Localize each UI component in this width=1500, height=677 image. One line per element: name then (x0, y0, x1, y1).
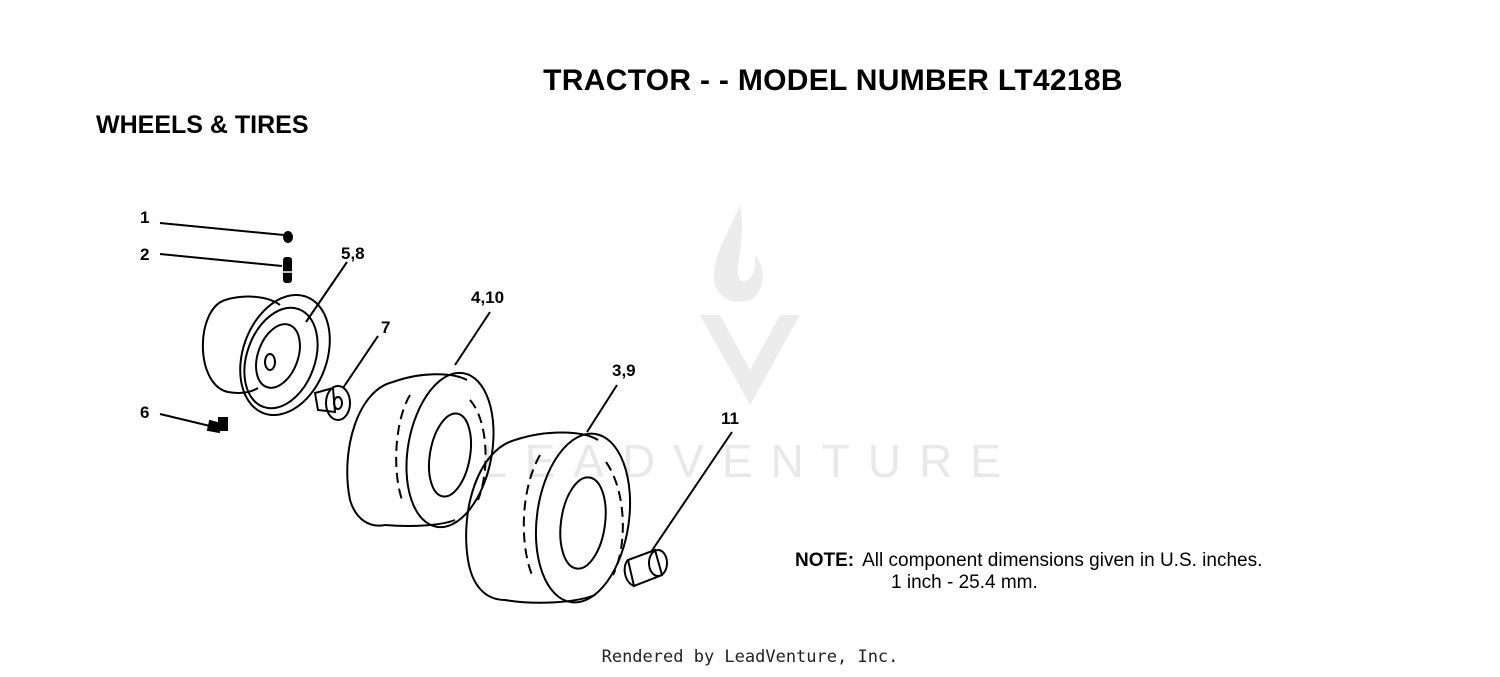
note-label: NOTE: (795, 550, 855, 571)
callout-4-10: 4,10 (471, 288, 504, 307)
callout-2: 2 (140, 245, 149, 264)
callout-5-8: 5,8 (341, 244, 365, 263)
callout-7: 7 (381, 318, 390, 337)
wheel-rim-icon[interactable] (201, 261, 348, 428)
callout-6: 6 (140, 403, 149, 422)
callout-1: 1 (140, 208, 149, 227)
dimension-note: NOTE: All component dimensions given in U… (795, 550, 1262, 594)
rear-tire-icon[interactable] (465, 384, 640, 609)
screw-icon[interactable] (159, 413, 228, 434)
footer-credit: Rendered by LeadVenture, Inc. (601, 647, 899, 667)
note-line-1: All component dimensions given in U.S. i… (862, 550, 1263, 571)
bearing-icon[interactable] (623, 431, 733, 588)
section-title: WHEELS & TIRES (96, 111, 309, 139)
bushing-washer-icon[interactable] (313, 335, 379, 421)
page-title: TRACTOR - - MODEL NUMBER LT4218B (543, 64, 1123, 97)
valve-stem-icon[interactable] (159, 253, 292, 283)
valve-cap-icon[interactable] (159, 222, 293, 243)
note-line-2: 1 inch - 25.4 mm. (891, 572, 1038, 593)
front-tire-icon[interactable] (346, 311, 505, 534)
watermark-logo-icon (700, 205, 800, 405)
callout-11: 11 (721, 409, 739, 428)
callout-3-9: 3,9 (612, 361, 636, 380)
